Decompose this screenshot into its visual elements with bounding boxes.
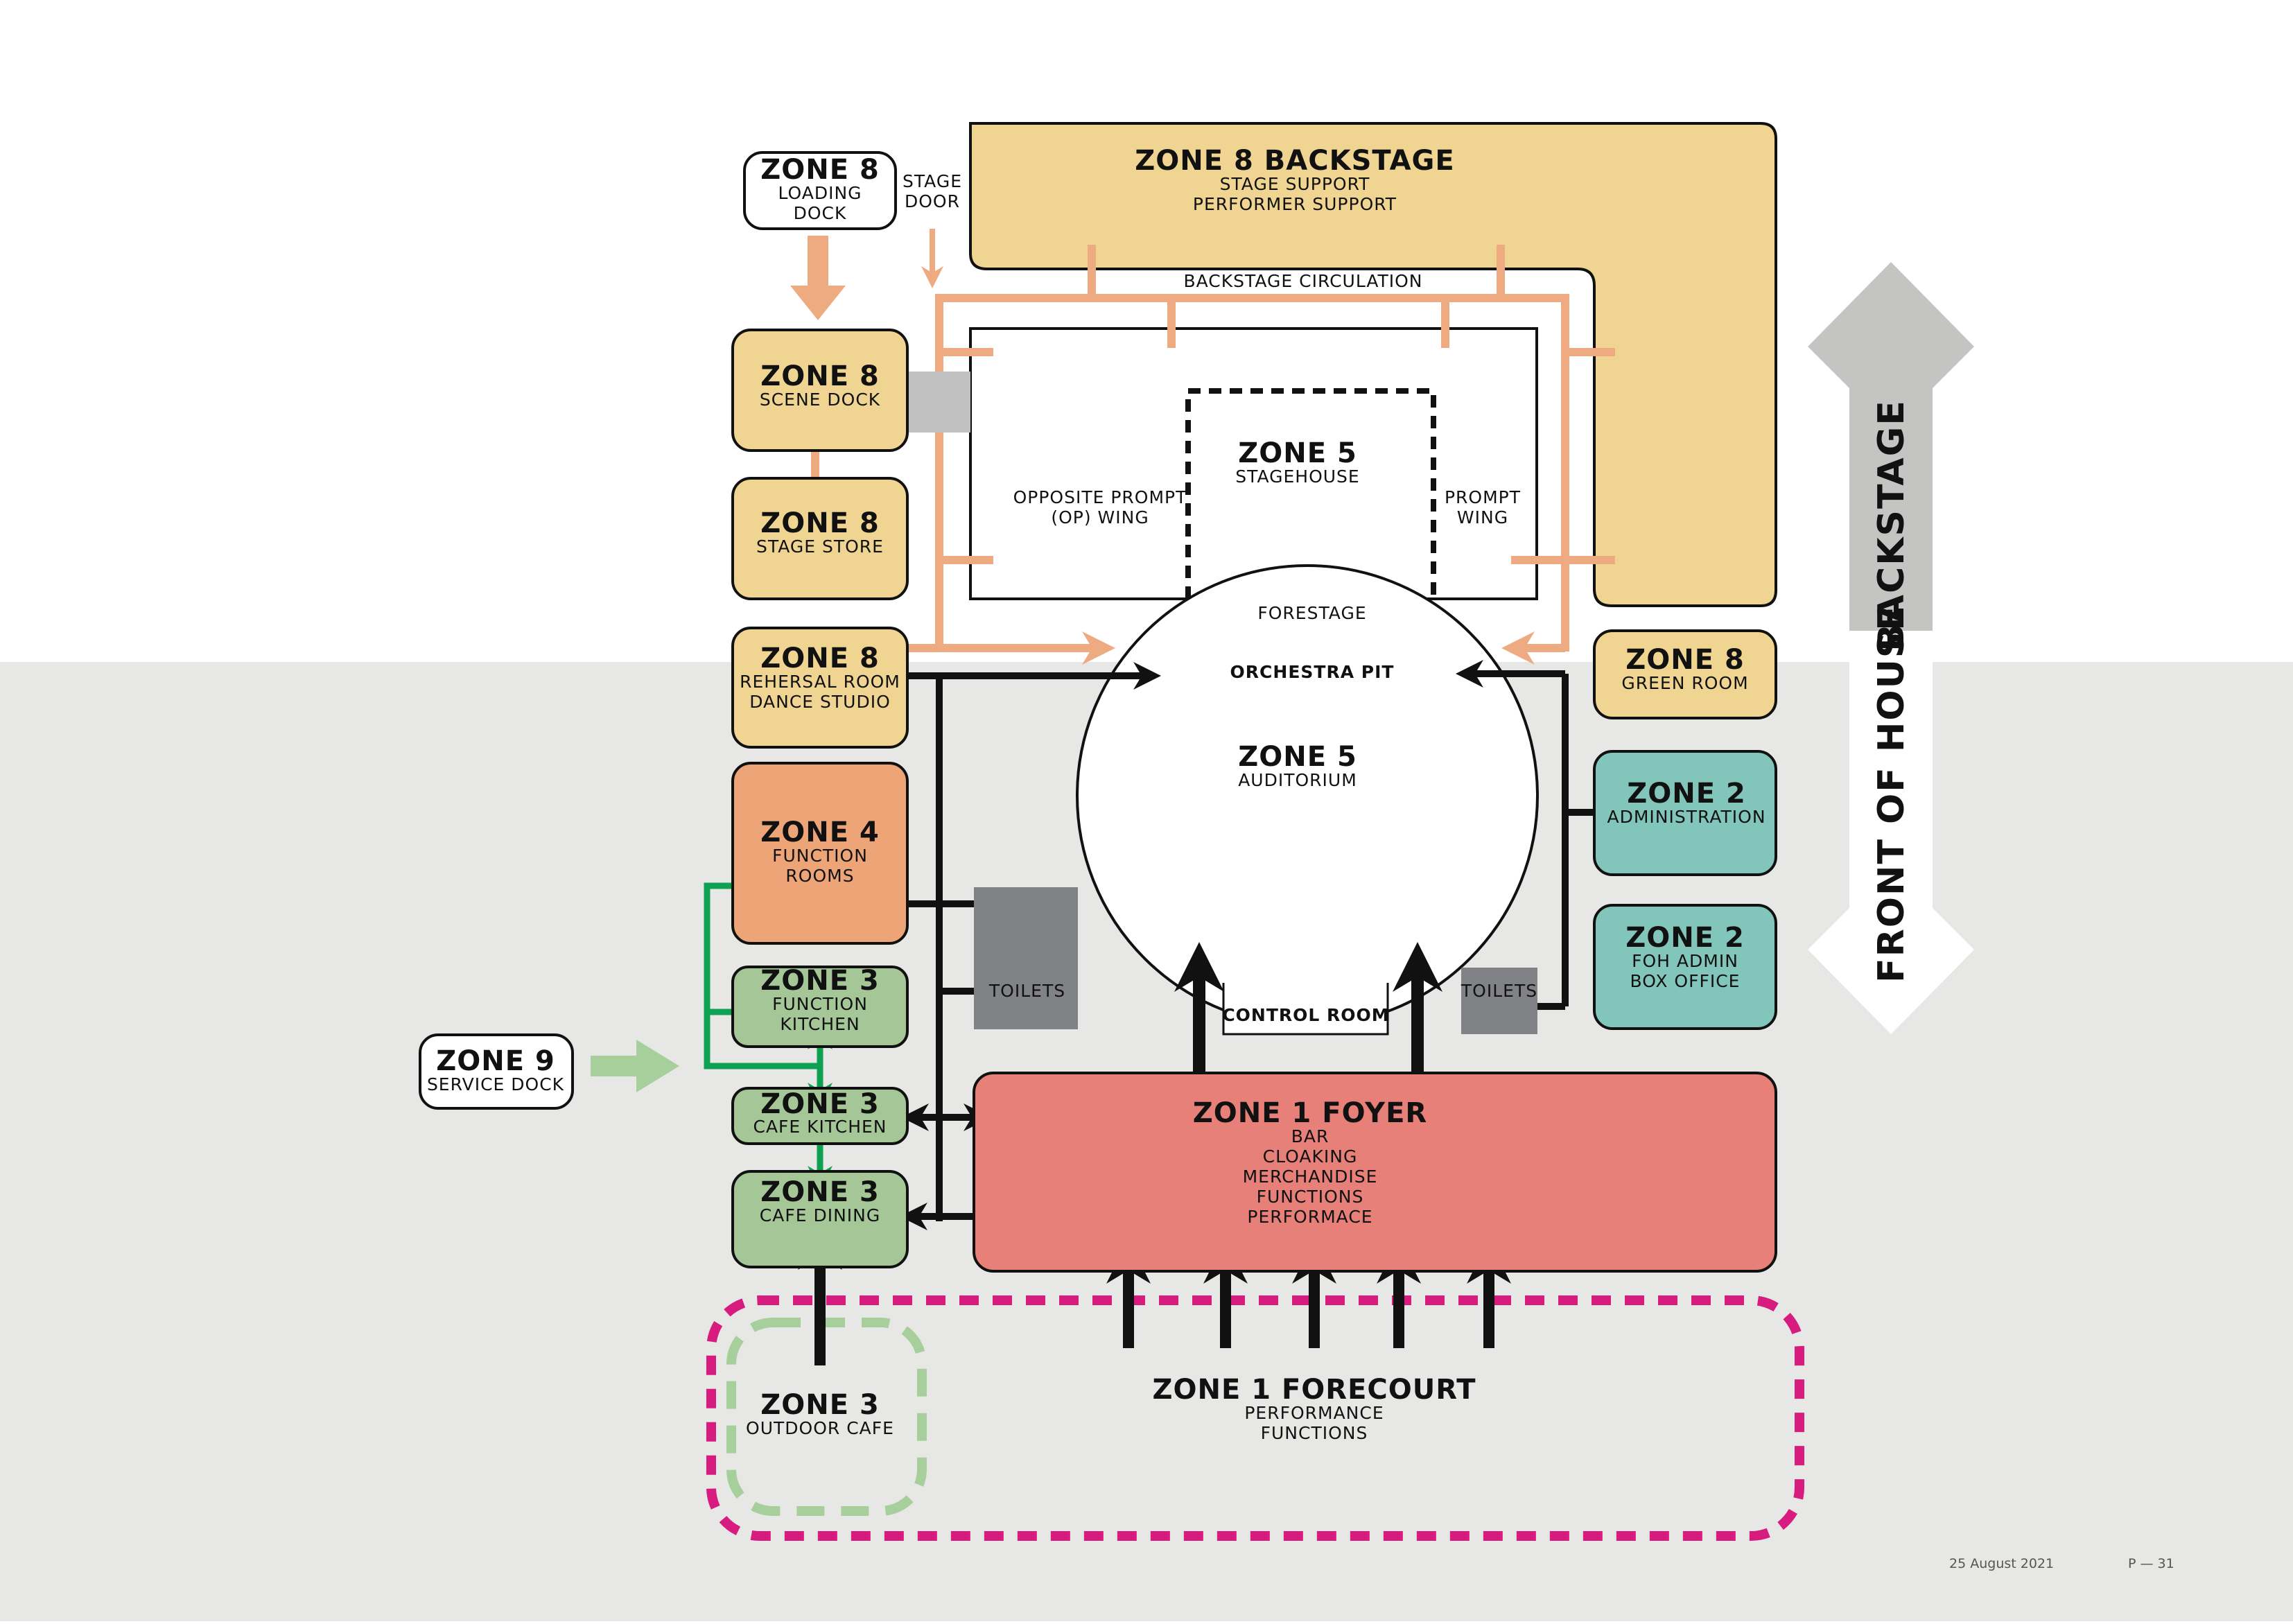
foyer-line-3: MERCHANDISE <box>1243 1167 1378 1187</box>
cafe-kitchen-box <box>731 1087 909 1145</box>
backstage-title: ZONE 8 BACKSTAGE <box>1135 145 1454 177</box>
backstage-direction-arrow <box>1808 262 1974 631</box>
function-kitchen-line1: FUNCTION <box>772 994 868 1014</box>
foyer-box <box>973 1072 1777 1273</box>
forecourt-line2: FUNCTIONS <box>1261 1423 1368 1443</box>
loading-dock-arrow <box>790 236 846 320</box>
control-room-label: CONTROL ROOM <box>1222 1005 1389 1025</box>
foyer-entry-arrows <box>1106 1239 1511 1348</box>
backstage-line2: PERFORMER SUPPORT <box>1193 194 1397 214</box>
cafe-kitchen-title: ZONE 3 <box>760 1088 880 1120</box>
administration-title: ZONE 2 <box>1627 778 1746 810</box>
backstage-zone-shape <box>969 122 1777 607</box>
stagehouse-dashed-outline <box>1185 388 1436 599</box>
outdoor-cafe-title: ZONE 3 <box>760 1389 880 1421</box>
function-kitchen-line2: KITCHEN <box>780 1014 860 1034</box>
loading-dock-line2: DOCK <box>794 203 847 223</box>
orchestra-pit-label: ORCHESTRA PIT <box>1230 662 1395 682</box>
cafe-dining-title: ZONE 3 <box>760 1176 880 1208</box>
scene-dock-line1: SCENE DOCK <box>760 390 880 410</box>
green-room-title: ZONE 8 <box>1625 644 1745 676</box>
control-room-arrows <box>1174 942 1442 1073</box>
front-of-house-axis-label: FRONT OF HOUSE <box>1871 604 1912 983</box>
forecourt-outline <box>706 1295 1804 1541</box>
administration-line1: ADMINISTRATION <box>1607 807 1765 827</box>
rehearsal-line1: REHERSAL ROOM <box>740 672 900 692</box>
foyer-line-5: PERFORMACE <box>1247 1207 1372 1227</box>
foyer-line-1: BAR <box>1291 1126 1329 1146</box>
orientation-arrow: BACKSTAGE FRONT OF HOUSE <box>1808 262 1974 1034</box>
loading-dock-line1: LOADING <box>778 183 862 203</box>
auditorium-title: ZONE 5 <box>1238 741 1357 773</box>
green-room-line1: GREEN ROOM <box>1621 673 1748 693</box>
backstage-line1: STAGE SUPPORT <box>1220 174 1370 194</box>
service-dock-box <box>419 1033 574 1110</box>
backstage-circulation <box>811 245 1615 665</box>
foyer-line-2: CLOAKING <box>1263 1146 1358 1167</box>
loading-dock-title: ZONE 8 <box>760 154 880 186</box>
stage-store-title: ZONE 8 <box>760 507 880 539</box>
footer-date: 25 August 2021 <box>1949 1556 2054 1571</box>
cafe-dining-box <box>731 1170 909 1268</box>
rehearsal-box <box>731 627 909 749</box>
stage-store-box <box>731 477 909 600</box>
service-dock-line1: SERVICE DOCK <box>427 1074 564 1094</box>
backstage-circulation-label: BACKSTAGE CIRCULATION <box>1183 271 1422 291</box>
front-of-house-circulation <box>896 660 1594 1230</box>
green-room-box <box>1593 629 1777 719</box>
foyer-title: ZONE 1 FOYER <box>1193 1097 1427 1129</box>
foh-admin-title: ZONE 2 <box>1625 922 1745 954</box>
foh-admin-line2: BOX OFFICE <box>1630 971 1741 991</box>
stage-door-line1: STAGE <box>903 171 962 191</box>
outdoor-cafe-outline <box>726 1318 927 1516</box>
stage-store-line1: STAGE STORE <box>756 536 884 557</box>
function-rooms-line1: FUNCTION <box>772 846 868 866</box>
service-dock-arrow <box>591 1040 679 1092</box>
op-wing-line1: OPPOSITE PROMPT <box>1013 487 1187 507</box>
stagehouse-title: ZONE 5 <box>1238 437 1357 469</box>
forecourt-title: ZONE 1 FORECOURT <box>1152 1374 1476 1406</box>
cafe-kitchen-line1: CAFE KITCHEN <box>753 1117 887 1137</box>
foh-admin-box <box>1593 904 1777 1030</box>
backstage-axis-label: BACKSTAGE <box>1871 399 1912 652</box>
prompt-wing-line1: PROMPT <box>1445 487 1521 507</box>
cafe-dining-line1: CAFE DINING <box>760 1205 880 1225</box>
function-rooms-line2: ROOMS <box>785 866 854 886</box>
auditorium-circle <box>1076 564 1539 1027</box>
scene-dock-title: ZONE 8 <box>760 360 880 392</box>
function-rooms-title: ZONE 4 <box>760 817 880 848</box>
foh-admin-line1: FOH ADMIN <box>1632 951 1738 971</box>
op-wing-line2: (OP) WING <box>1051 507 1149 527</box>
administration-box <box>1593 750 1777 876</box>
control-room-shape <box>1222 983 1389 1036</box>
scene-dock-link <box>907 372 970 433</box>
stagehouse-box <box>969 327 1538 600</box>
forecourt-line1: PERFORMANCE <box>1244 1403 1384 1423</box>
foyer-line-4: FUNCTIONS <box>1257 1187 1364 1207</box>
rehearsal-line2: DANCE STUDIO <box>749 692 891 712</box>
stagehouse-line1: STAGEHOUSE <box>1235 466 1359 487</box>
service-dock-title: ZONE 9 <box>436 1045 555 1077</box>
toilets-right-box <box>1461 968 1537 1034</box>
outdoor-cafe-line1: OUTDOOR CAFE <box>746 1418 894 1438</box>
scene-dock-box <box>731 329 909 452</box>
rehearsal-title: ZONE 8 <box>760 643 880 674</box>
function-kitchen-box <box>731 966 909 1048</box>
front-of-house-direction-arrow <box>1808 662 1974 1034</box>
forestage-label: FORESTAGE <box>1257 603 1366 623</box>
stage-door-line2: DOOR <box>905 191 960 211</box>
footer-page-number: P — 31 <box>2128 1556 2174 1571</box>
toilets-left-label: TOILETS <box>988 981 1065 1001</box>
function-kitchen-title: ZONE 3 <box>760 965 880 997</box>
auditorium-line1: AUDITORIUM <box>1238 770 1357 790</box>
loading-dock-box <box>743 151 897 230</box>
prompt-wing-line2: WING <box>1457 507 1508 527</box>
function-rooms-box <box>731 762 909 945</box>
toilets-left-box <box>974 887 1078 1029</box>
toilets-right-label: TOILETS <box>1461 981 1537 1001</box>
